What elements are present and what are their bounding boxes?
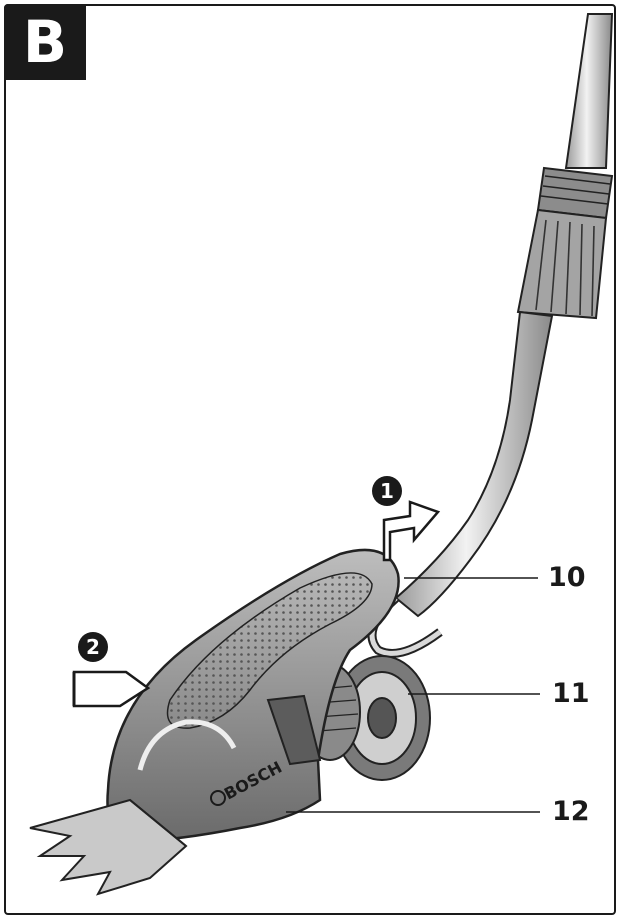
step-2-marker: 2 <box>78 632 108 662</box>
panel-label: B <box>4 4 86 80</box>
figure-frame <box>4 4 616 915</box>
callout-10: 10 <box>548 562 586 593</box>
callout-12: 12 <box>552 796 590 827</box>
shear-blade <box>29 798 188 896</box>
step-1-marker: 1 <box>372 476 402 506</box>
callout-11: 11 <box>552 678 590 709</box>
telescopic-pole <box>367 13 614 658</box>
leader-lines <box>286 577 540 813</box>
step-2-arrow <box>72 670 151 708</box>
step-1-arrow <box>382 500 441 562</box>
shear-body: BOSCH <box>106 548 400 844</box>
